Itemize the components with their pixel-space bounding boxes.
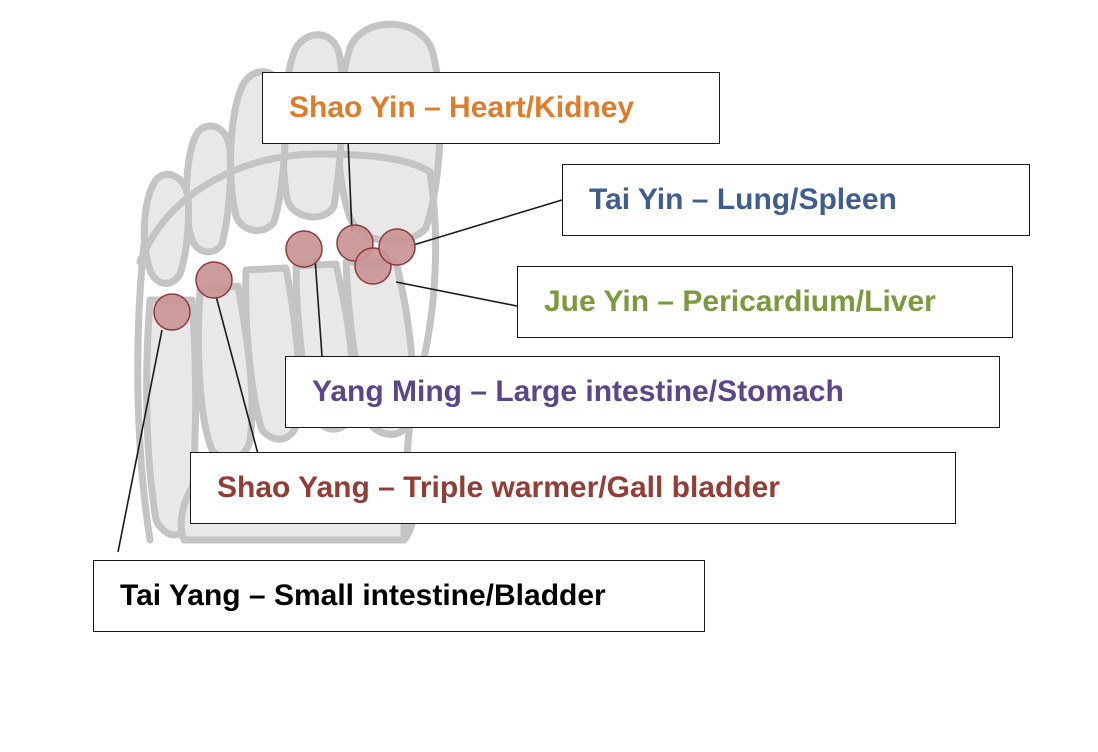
label-shao-yang: Shao Yang – Triple warmer/Gall bladder (217, 471, 780, 504)
label-box-jue-yin: Jue Yin – Pericardium/Liver (517, 266, 1013, 338)
acupoint-tai-yang (153, 293, 191, 331)
label-box-shao-yin: Shao Yin – Heart/Kidney (262, 72, 720, 144)
label-yang-ming: Yang Ming – Large intestine/Stomach (312, 375, 844, 408)
label-box-tai-yang: Tai Yang – Small intestine/Bladder (93, 560, 705, 632)
acupoint-shao-yang (195, 261, 233, 299)
label-tai-yin: Tai Yin – Lung/Spleen (589, 183, 897, 216)
acupoint-tai-yin (378, 228, 416, 266)
label-shao-yin: Shao Yin – Heart/Kidney (289, 91, 635, 124)
acupoint-markers (153, 224, 416, 331)
label-box-yang-ming: Yang Ming – Large intestine/Stomach (285, 356, 1000, 428)
acupoint-yang-ming (285, 230, 323, 268)
label-box-tai-yin: Tai Yin – Lung/Spleen (562, 164, 1030, 236)
label-jue-yin: Jue Yin – Pericardium/Liver (544, 285, 936, 318)
label-tai-yang: Tai Yang – Small intestine/Bladder (120, 579, 606, 612)
leader-lines (117, 139, 563, 553)
label-box-shao-yang: Shao Yang – Triple warmer/Gall bladder (190, 452, 956, 524)
